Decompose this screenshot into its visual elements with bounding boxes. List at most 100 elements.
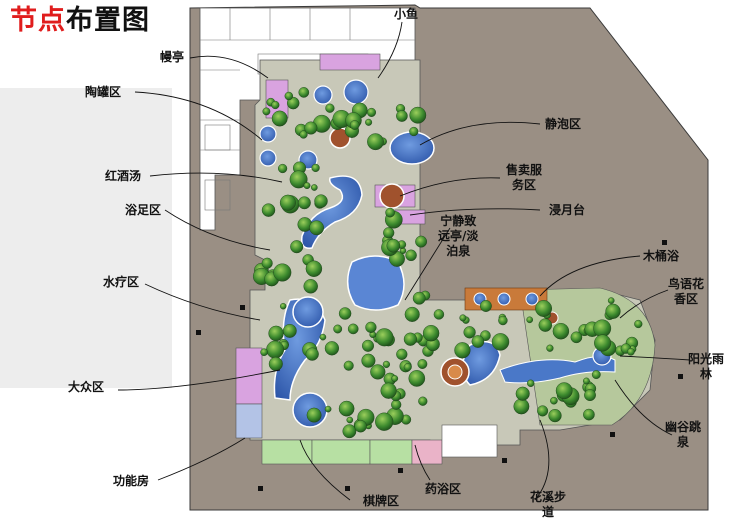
tree-icon xyxy=(546,344,554,352)
tree-icon xyxy=(415,235,427,248)
tree-icon xyxy=(391,399,402,410)
tree-icon xyxy=(282,323,297,338)
label-yangguang-2: 林 xyxy=(700,367,713,381)
tree-icon xyxy=(527,379,535,387)
tree-icon xyxy=(365,118,373,126)
tree-icon xyxy=(303,279,318,294)
tree-icon xyxy=(309,220,324,236)
tree-icon xyxy=(268,356,283,371)
tree-icon xyxy=(266,340,284,359)
vegetation xyxy=(252,87,643,439)
label-shoumai: 售卖服 务区 xyxy=(506,163,542,193)
tree-icon xyxy=(310,184,318,191)
title-rest: 布置图 xyxy=(66,5,150,36)
tree-icon xyxy=(491,333,510,351)
label-yangguang: 阳光雨 林 xyxy=(688,352,724,382)
label-taoguan: 陶罐区 xyxy=(85,85,122,99)
posts xyxy=(196,240,683,491)
tree-icon xyxy=(304,121,318,135)
tree-icon xyxy=(552,323,570,340)
label-dazhong: 大众区 xyxy=(68,380,105,394)
tree-icon xyxy=(627,347,635,356)
tree-icon xyxy=(459,314,467,322)
tree-icon xyxy=(319,333,327,341)
tree-icon xyxy=(346,416,354,424)
tree-icon xyxy=(403,363,412,372)
tree-icon xyxy=(298,87,310,98)
tree-icon xyxy=(584,389,596,401)
wood-tubs xyxy=(473,292,539,306)
side-shade xyxy=(0,88,172,388)
tree-icon xyxy=(367,107,377,117)
tree-icon xyxy=(535,300,552,317)
label-yougu-1: 幽谷跳 xyxy=(665,420,702,434)
tree-icon xyxy=(268,325,284,342)
tree-icon xyxy=(513,398,530,415)
label-jingpao: 静泡区 xyxy=(545,117,582,131)
label-shoumai-1: 售卖服 xyxy=(506,163,543,177)
label-yangguang-1: 阳光雨 xyxy=(688,352,725,366)
tree-icon xyxy=(607,297,615,304)
label-ningjing-1: 宁静致 xyxy=(440,214,477,228)
tree-icon xyxy=(261,257,273,269)
tree-icon xyxy=(498,315,508,326)
label-mianting: 幔亭 xyxy=(160,50,185,64)
tree-icon xyxy=(418,396,428,406)
tree-icon xyxy=(280,303,287,310)
tree-icon xyxy=(538,318,552,332)
tree-icon xyxy=(479,300,492,312)
tree-icon xyxy=(338,307,352,320)
tree-icon xyxy=(383,227,395,239)
tree-icon xyxy=(454,342,471,359)
label-niaoyu-1: 鸟语花 xyxy=(668,277,705,291)
label-gongneng: 功能房 xyxy=(113,474,150,488)
tree-icon xyxy=(271,100,280,110)
water-features xyxy=(259,79,616,428)
tree-icon xyxy=(396,348,408,360)
tree-icon xyxy=(287,96,300,110)
tree-icon xyxy=(324,341,340,356)
tree-icon xyxy=(396,110,408,122)
tree-icon xyxy=(273,263,292,282)
tree-icon xyxy=(262,107,271,116)
tree-icon xyxy=(362,339,375,352)
tree-icon xyxy=(537,405,549,417)
tree-icon xyxy=(471,335,485,348)
label-qipai: 棋牌区 xyxy=(363,494,400,508)
tree-icon xyxy=(314,194,328,208)
room-green-1 xyxy=(261,439,313,465)
label-niaoyu-2: 香区 xyxy=(674,292,699,306)
tree-icon xyxy=(349,120,360,130)
tree-icon xyxy=(361,353,376,368)
label-ningjing-3: 泊泉 xyxy=(446,244,471,258)
tree-icon xyxy=(391,375,399,382)
label-shoumai-2: 务区 xyxy=(512,178,537,192)
tree-icon xyxy=(365,321,377,333)
tree-icon xyxy=(261,203,276,217)
tree-icon xyxy=(306,407,322,423)
label-huaxi: 花溪步 道 xyxy=(530,490,566,520)
tree-icon xyxy=(404,306,420,322)
label-yuzu: 浴足区 xyxy=(125,203,162,217)
label-niaoyu: 鸟语花 香区 xyxy=(668,277,704,307)
tree-icon xyxy=(593,319,612,338)
tree-icon xyxy=(289,170,308,189)
label-ningjing: 宁静致 远亭/淡 泊泉 xyxy=(438,214,478,259)
tree-icon xyxy=(583,377,590,385)
label-mutong: 木桶浴 xyxy=(643,249,680,263)
tree-icon xyxy=(422,325,440,342)
tree-icon xyxy=(433,309,445,320)
label-xiaoyu: 小鱼 xyxy=(394,7,419,21)
tree-icon xyxy=(370,364,386,380)
tree-icon xyxy=(594,334,612,352)
tree-icon xyxy=(305,347,319,361)
tree-icon xyxy=(550,396,558,405)
tree-icon xyxy=(386,238,401,253)
room-green-2 xyxy=(311,439,371,465)
label-ningjing-2: 远亭/淡 xyxy=(438,229,479,243)
tree-icon xyxy=(303,182,311,190)
label-shuiliao: 水疗区 xyxy=(103,275,140,289)
tree-icon xyxy=(408,370,426,387)
tree-icon xyxy=(463,326,476,339)
